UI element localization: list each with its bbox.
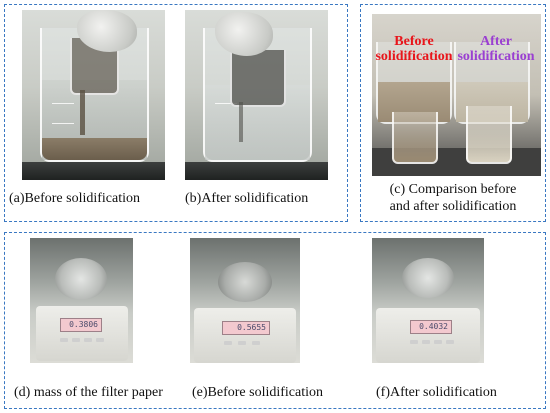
frame-top-right [360,4,546,222]
label-before-solidification: Before solidification [375,34,453,64]
balance-reading-f: 0.4032 [410,320,452,334]
caption-c: (c) Comparison before and after solidifi… [389,182,517,214]
caption-b: (b)After solidification [185,191,309,206]
caption-d: (d) mass of the filter paper [14,385,163,400]
frame-top-left [4,4,348,222]
balance-reading-e: 0.5655 [222,321,270,335]
caption-a: (a)Before solidification [9,191,141,206]
caption-f: (f)After solidification [376,385,497,400]
photo-a-before-solidification [22,10,165,180]
photo-e-balance: 0.5655 [190,238,300,363]
balance-reading-d: 0.3806 [60,318,102,332]
photo-f-balance: 0.4032 [372,238,484,363]
photo-b-after-solidification [185,10,328,180]
photo-d-balance: 0.3806 [30,238,133,363]
photo-c-comparison: Before solidification After solidificati… [372,14,541,176]
label-after-solidification: After solidification [457,34,535,64]
frame-bottom [4,232,546,409]
caption-e: (e)Before solidification [192,385,324,400]
